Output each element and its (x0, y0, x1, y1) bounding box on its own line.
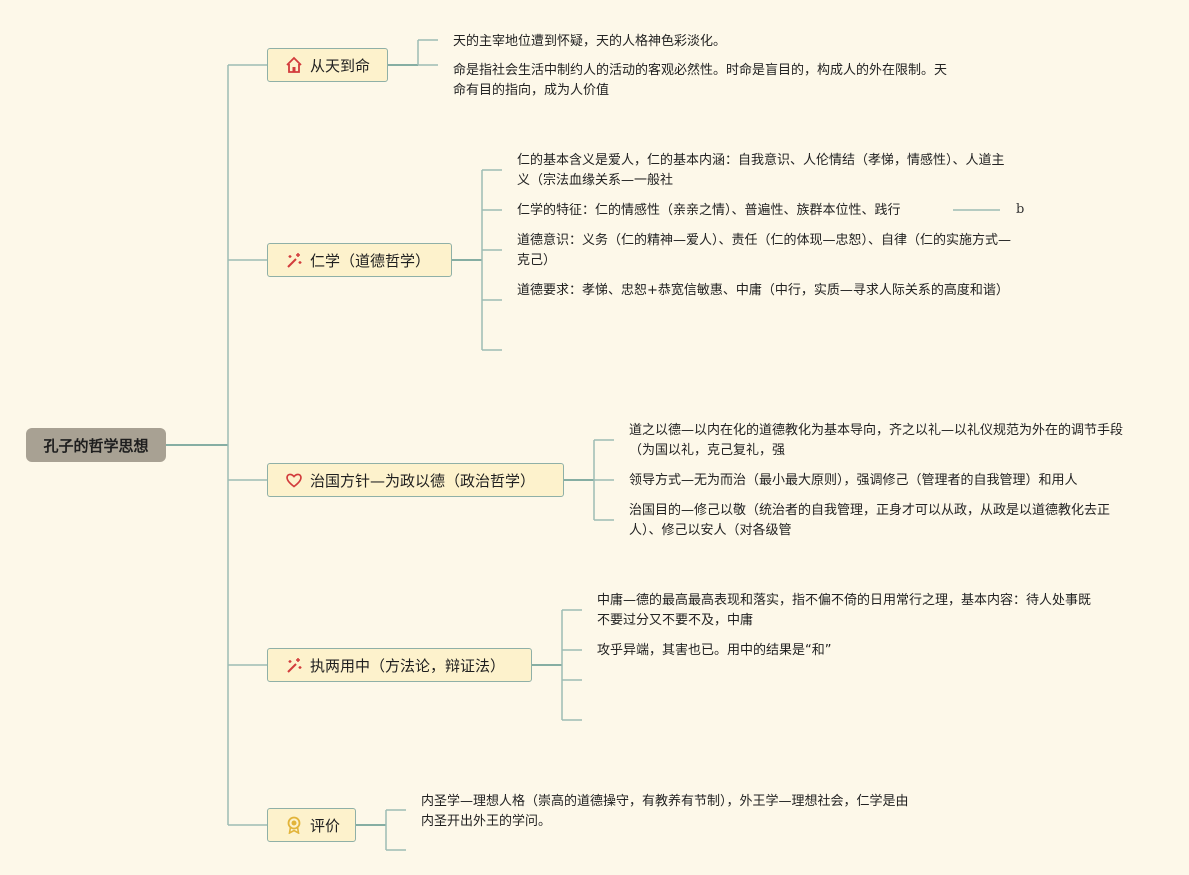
root-node[interactable]: 孔子的哲学思想 (26, 428, 166, 462)
branch-ren-ethics[interactable]: 仁学（道德哲学） (267, 243, 452, 277)
leaf-text: 天的主宰地位遭到怀疑，天的人格神色彩淡化。 (453, 34, 727, 49)
branch-method[interactable]: 执两用中（方法论，辩证法） (267, 648, 532, 682)
award-badge-icon (284, 815, 304, 835)
branch-label: 评价 (310, 816, 341, 835)
leaf-text: 仁的基本含义是爱人，仁的基本内涵：自我意识、人伦情结（孝悌，情感性）、人道主义（… (517, 153, 1005, 188)
leaf-text: 道之以德—以内在化的道德教化为基本导向，齐之以礼—以礼仪规范为外在的调节手段（为… (629, 423, 1124, 458)
leaf-text: 内圣学—理想人格（崇高的道德操守，有教养有节制），外王学—理想社会，仁学是由内圣… (421, 794, 909, 829)
sparkle-wand-icon (284, 655, 304, 675)
branch-from-heaven-to-fate[interactable]: 从天到命 (267, 48, 388, 82)
branch-governance[interactable]: 治国方针—为政以德（政治哲学） (267, 463, 564, 497)
branch-label: 从天到命 (310, 56, 371, 75)
root-title: 孔子的哲学思想 (43, 436, 149, 455)
house-icon (284, 55, 304, 75)
leaf-text: 攻乎异端，其害也已。用中的结果是“和” (597, 643, 832, 658)
sparkle-wand-icon (284, 250, 304, 270)
branch-label: 治国方针—为政以德（政治哲学） (310, 471, 536, 490)
branch-evaluation[interactable]: 评价 (267, 808, 356, 842)
leaf-text: 道德要求：孝悌、忠恕+恭宽信敏惠、中庸（中行，实质—寻求人际关系的高度和谐） (517, 283, 1009, 298)
branch-label: 仁学（道德哲学） (310, 251, 431, 270)
leaf-text: 仁学的特征：仁的情感性（亲亲之情）、普遍性、族群本位性、践行 (517, 203, 901, 218)
leaf-text: 中庸—德的最高最高表现和落实，指不偏不倚的日用常行之理，基本内容：待人处事既不要… (597, 593, 1092, 628)
leaf-text: 领导方式—无为而治（最小最大原则），强调修己（管理者的自我管理）和用人 (629, 473, 1078, 488)
branch-label: 执两用中（方法论，辩证法） (310, 656, 506, 675)
leaf-text: 道德意识：义务（仁的精神—爱人）、责任（仁的体现—忠恕）、自律（仁的实施方式—克… (517, 233, 1012, 268)
leaf-text: 命是指社会生活中制约人的活动的客观必然性。时命是盲目的，构成人的外在限制。天命有… (453, 63, 948, 98)
leaf-tag: b (1016, 202, 1025, 217)
leaf-text: 治国目的—修己以敬（统治者的自我管理，正身才可以从政，从政是以道德教化去正人）、… (629, 503, 1111, 538)
heart-icon (284, 470, 304, 490)
